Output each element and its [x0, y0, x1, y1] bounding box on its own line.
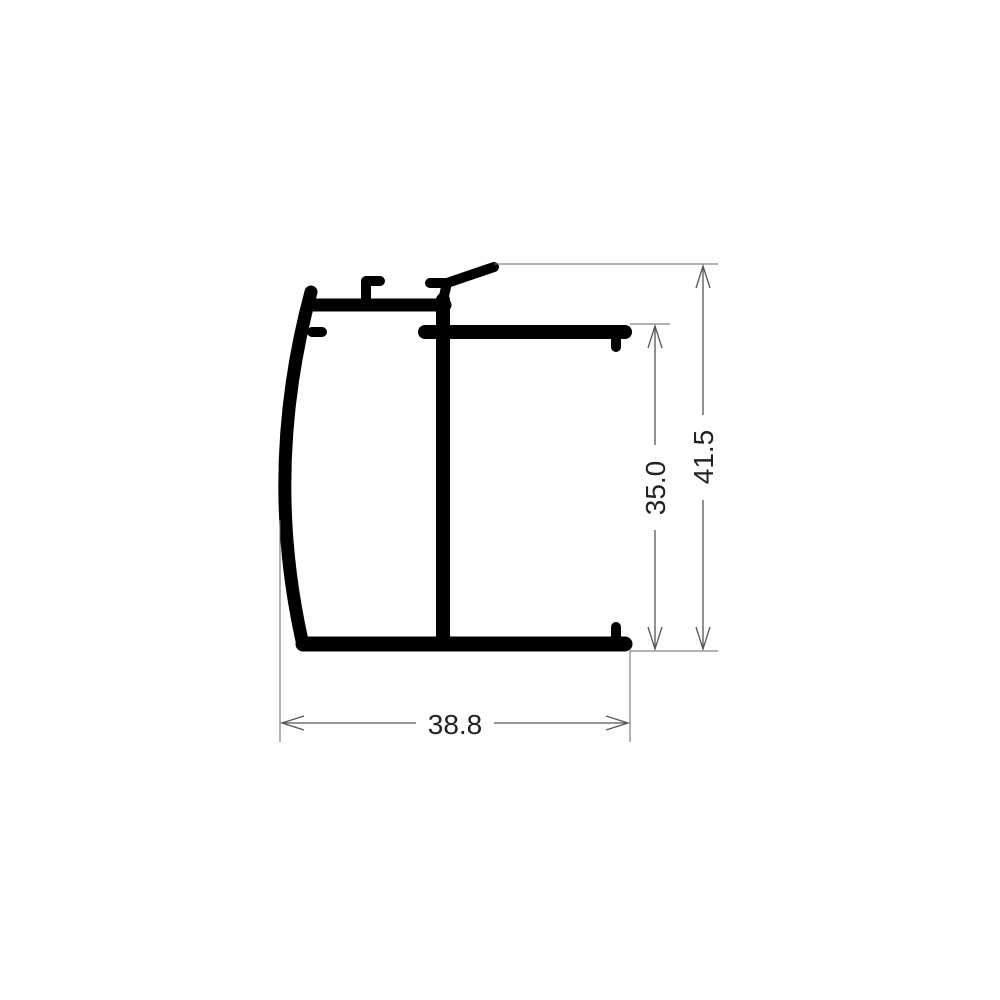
overall-arrow-top — [695, 263, 711, 289]
overall-height-label: 41.5 — [688, 430, 719, 485]
aluminium-profile — [278, 262, 633, 652]
width-dimension: 38.8 — [279, 709, 631, 740]
curved-face — [278, 285, 318, 652]
overall-arrow-bottom — [695, 626, 711, 652]
width-arrow-left — [279, 715, 305, 731]
width-dimension-label: 38.8 — [428, 709, 483, 740]
inner-height-label: 35.0 — [640, 461, 671, 516]
inner-arrow-bottom — [647, 626, 663, 652]
width-arrow-right — [605, 715, 631, 731]
inner-arrow-top — [647, 323, 663, 349]
extension-lines — [279, 263, 718, 742]
overall-height-dimension: 41.5 — [688, 263, 719, 652]
inner-height-dimension: 35.0 — [640, 323, 671, 652]
